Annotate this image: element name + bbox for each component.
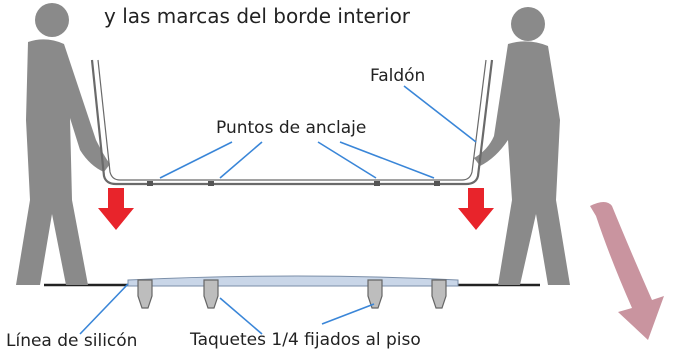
person-right-icon [474,7,570,285]
down-arrow-icon [98,188,494,230]
floor-anchors [137,279,447,309]
heading-line: y las marcas del borde interior [104,4,411,28]
label-faldon: Faldón [370,66,426,86]
silicone-bead [127,275,459,287]
person-left-icon [16,3,110,285]
tray [90,59,494,186]
label-anchor-points: Puntos de anclaje [216,118,367,138]
curved-arrow-icon [590,202,664,340]
callout-lines [79,85,477,335]
label-silicone-line: Línea de silicón [6,331,138,351]
label-floor-anchors: Taquetes 1/4 fijados al piso [190,330,421,350]
anchor-point-markers [147,181,440,186]
